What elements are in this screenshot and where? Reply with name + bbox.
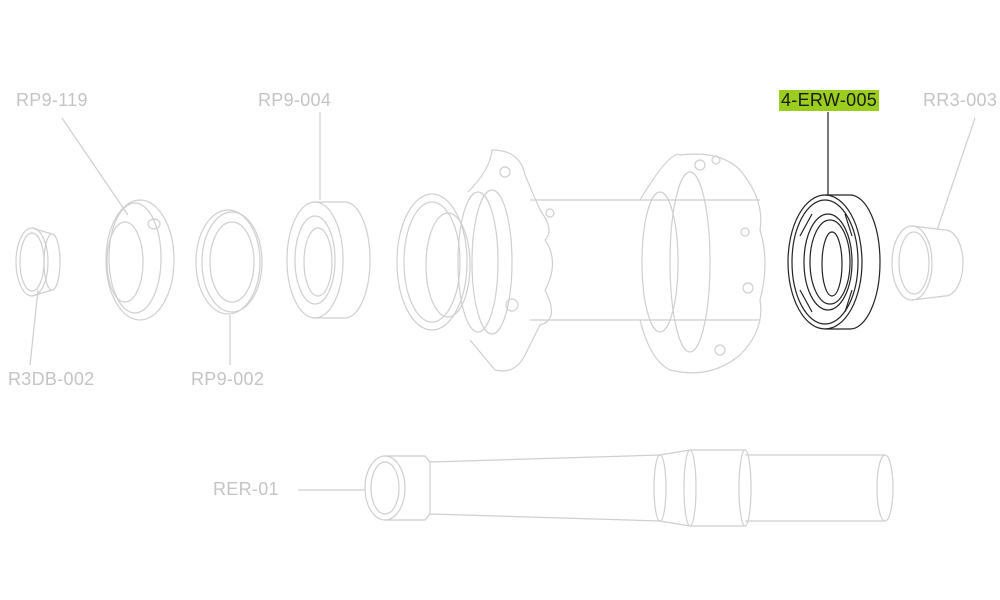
label-4-erw-005-highlighted[interactable]: 4-ERW-005 — [779, 90, 880, 111]
part-rp9-002[interactable] — [195, 209, 263, 315]
part-rer-01[interactable] — [364, 449, 894, 527]
label-rp9-004[interactable]: RP9-004 — [258, 90, 332, 110]
label-rp9-002[interactable]: RP9-002 — [191, 369, 265, 389]
part-4-erw-005[interactable] — [787, 194, 881, 330]
part-hub-body — [396, 149, 766, 374]
leader-lines — [29, 112, 976, 491]
label-r3db-002[interactable]: R3DB-002 — [8, 369, 95, 389]
label-rp9-119[interactable]: RP9-119 — [16, 90, 88, 110]
label-rer-01[interactable]: RER-01 — [213, 479, 279, 499]
part-r3db-002[interactable] — [15, 227, 61, 297]
part-rr3-003[interactable] — [891, 225, 964, 301]
label-rr3-003[interactable]: RR3-003 — [923, 90, 998, 110]
part-rp9-119[interactable] — [105, 199, 175, 321]
part-rp9-004[interactable] — [286, 201, 371, 319]
